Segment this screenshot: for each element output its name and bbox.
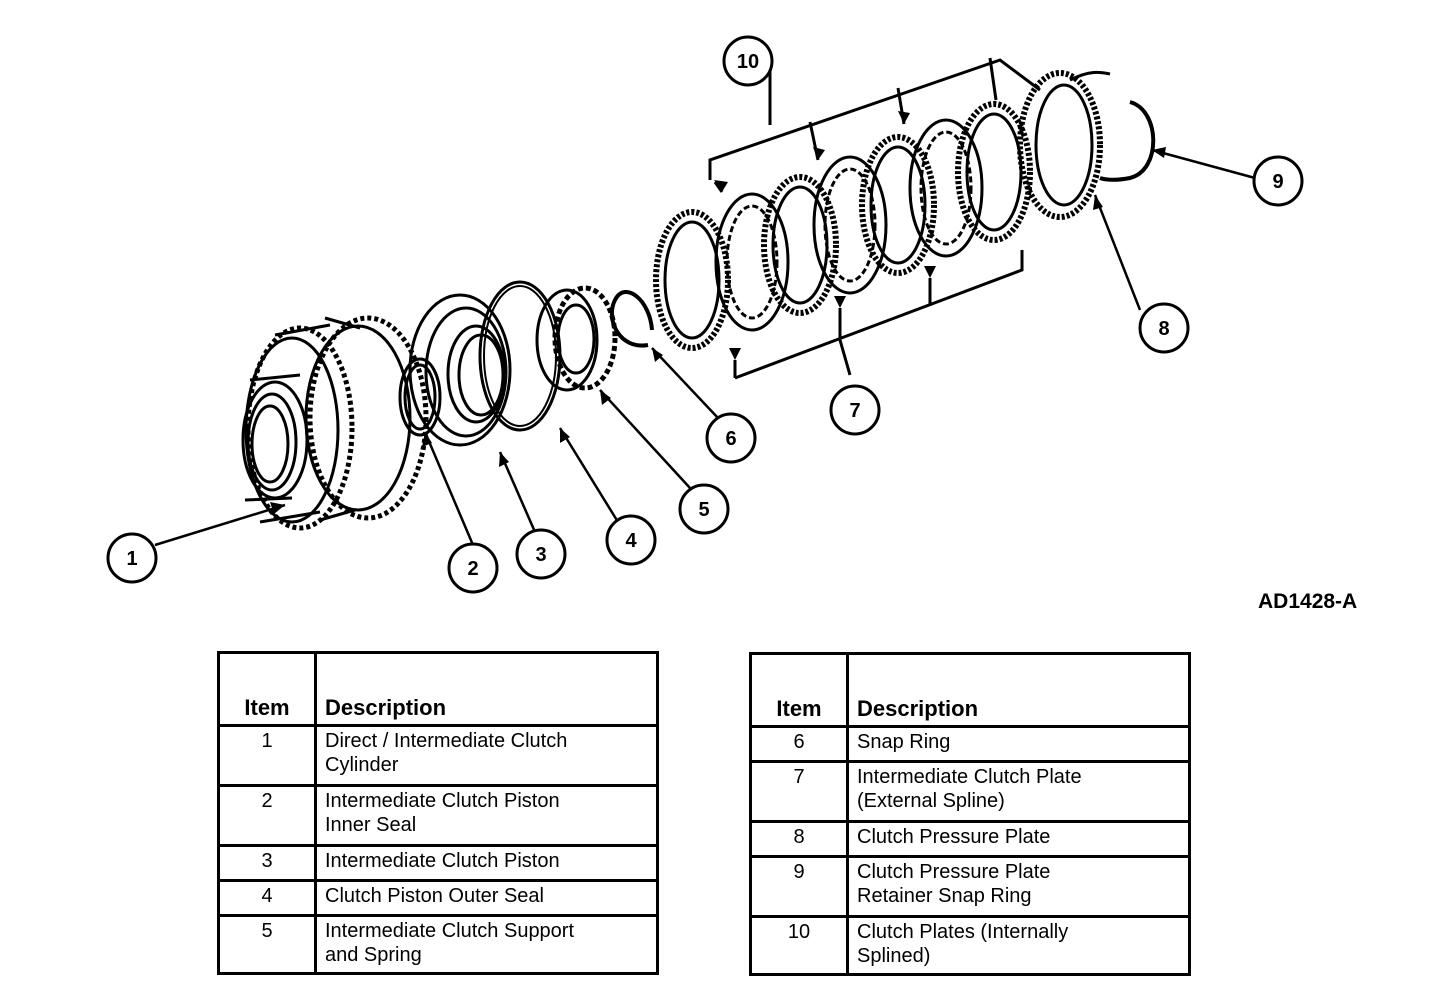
exploded-view-diagram: 1 2 3 4 5 6 7 8 9 10 xyxy=(106,35,1304,594)
item-number: 9 xyxy=(749,855,849,918)
callout-7 xyxy=(829,384,881,436)
callout-2 xyxy=(447,542,499,594)
callout-6-label: 6 xyxy=(725,428,736,450)
pressure-plate-part xyxy=(1017,70,1103,220)
item-description: Intermediate Clutch Plate(External Splin… xyxy=(846,760,1191,823)
callout-3 xyxy=(515,528,567,580)
item-number: 4 xyxy=(217,879,317,917)
inner-seal-part xyxy=(398,357,442,437)
outer-seal-part xyxy=(478,280,562,432)
callout-7-label: 7 xyxy=(849,400,860,422)
leader-lines xyxy=(154,148,1256,547)
callout-3-label: 3 xyxy=(535,544,546,566)
table-row: 8 Clutch Pressure Plate xyxy=(749,820,1191,858)
clutch-plates-part xyxy=(653,101,1033,351)
callout-6 xyxy=(705,412,757,464)
item-number: 1 xyxy=(217,724,317,787)
column-header-description: Description xyxy=(846,652,1191,728)
item-number: 2 xyxy=(217,784,317,847)
column-header-item: Item xyxy=(749,652,849,728)
callout-5-label: 5 xyxy=(698,499,709,521)
callout-1 xyxy=(106,532,158,584)
item-number: 5 xyxy=(217,914,317,975)
callout-9-label: 9 xyxy=(1272,171,1283,193)
table-row: 7 Intermediate Clutch Plate(External Spl… xyxy=(749,760,1191,823)
figure-code: AD1428-A xyxy=(1258,590,1358,613)
item-number: 8 xyxy=(749,820,849,858)
callout-5 xyxy=(678,483,730,535)
table-row: 6 Snap Ring xyxy=(749,725,1191,763)
clutch-cylinder-part xyxy=(241,315,429,531)
piston-part xyxy=(408,293,512,447)
callout-10-label: 10 xyxy=(737,51,759,73)
snap-ring-part xyxy=(609,290,654,348)
item-description: Clutch Pressure Plate xyxy=(846,820,1191,858)
table-row: 3 Intermediate Clutch Piston xyxy=(217,844,659,882)
callout-8-label: 8 xyxy=(1158,318,1169,340)
item-number: 3 xyxy=(217,844,317,882)
callout-2-label: 2 xyxy=(467,558,478,580)
table-row: 4 Clutch Piston Outer Seal xyxy=(217,879,659,917)
legend-table-right: Item Description 6 Snap Ring 7 Intermedi… xyxy=(749,652,1191,976)
item-number: 10 xyxy=(749,915,849,976)
callout-1-label: 1 xyxy=(126,548,137,570)
callout-4-label: 4 xyxy=(625,530,637,552)
column-header-item: Item xyxy=(217,651,317,727)
callout-4 xyxy=(605,514,657,566)
item-description: Snap Ring xyxy=(846,725,1191,763)
legend-table-left: Item Description 1 Direct / Intermediate… xyxy=(217,651,659,975)
item-number: 7 xyxy=(749,760,849,823)
callout-10 xyxy=(722,35,774,87)
item-description: Clutch Piston Outer Seal xyxy=(314,879,659,917)
callout-8 xyxy=(1138,302,1190,354)
retainer-ring-part xyxy=(1099,100,1156,182)
callout-9 xyxy=(1252,155,1304,207)
support-spring-part xyxy=(535,285,618,392)
item-number: 6 xyxy=(749,725,849,763)
bracket-7 xyxy=(733,250,1024,380)
item-description: Intermediate Clutch Piston xyxy=(314,844,659,882)
column-header-description: Description xyxy=(314,651,659,727)
